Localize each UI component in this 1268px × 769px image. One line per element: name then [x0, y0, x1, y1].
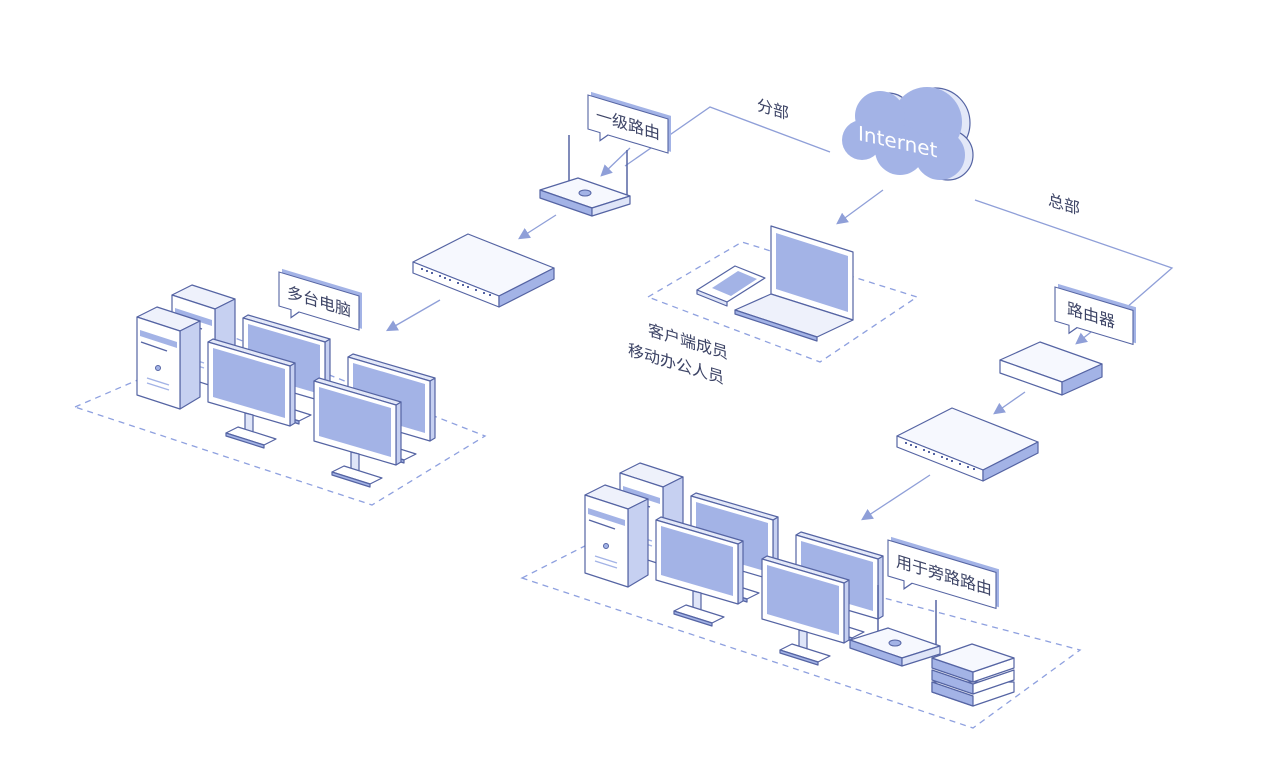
arrow-icon: [600, 147, 631, 177]
branch-router-callout: 一级路由: [587, 91, 671, 154]
hq-router-icon: [999, 341, 1103, 396]
phone-icon: [696, 265, 766, 307]
arrow-icon: [518, 214, 557, 240]
server-stack-icon: [931, 643, 1015, 707]
internet-cloud-icon: Internet: [842, 87, 974, 181]
hq-link-line: [974, 199, 1174, 309]
branch-label: 分部: [757, 95, 789, 123]
bypass-router-icon: [849, 585, 941, 667]
laptop-icon: [734, 225, 854, 342]
branch-switch-icon: [412, 233, 555, 308]
bypass-router-callout: 用于旁路路由: [887, 536, 999, 610]
hq-switch-icon: [896, 407, 1039, 482]
hq-router-callout: 路由器: [1054, 283, 1136, 346]
branch-pcs-icon: [137, 285, 435, 487]
hq-pcs-icon: [585, 463, 883, 665]
branch-router-icon: [539, 135, 631, 217]
branch-zone: [73, 337, 487, 506]
hq-zone: [520, 527, 1082, 729]
hq-label: 总部: [1048, 190, 1080, 218]
arrow-icon: [385, 299, 441, 332]
branch-pcs-callout: 多台电脑: [278, 268, 362, 331]
arrow-icon: [836, 189, 884, 225]
arrow-icon: [993, 391, 1026, 415]
arrow-icon: [861, 474, 931, 521]
